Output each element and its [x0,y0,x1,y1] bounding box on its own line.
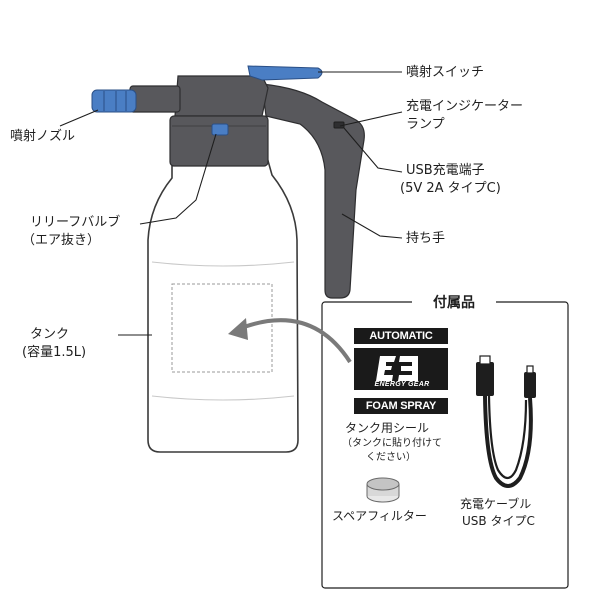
label-tank: タンク [30,327,70,342]
sticker-arrow [235,318,352,364]
spare-filter-illustration [366,477,400,503]
label-tank-seal-note-2: ください） [366,452,416,463]
relief-valve [211,123,229,136]
label-charge-indicator-line2: ランプ [406,117,445,132]
label-usb-port-spec: (5V 2A タイプC) [400,181,501,196]
label-usb-port: USB充電端子 [406,163,485,178]
label-charging-cable: 充電ケーブル [460,497,532,511]
label-relief-valve-note: （エア抜き） [22,233,101,248]
spray-switch [247,65,323,81]
usb-cable-illustration [476,355,536,488]
label-relief-valve: リリーフバルブ [30,215,121,230]
label-tank-capacity: (容量1.5L) [22,345,87,360]
pump-head [174,75,269,117]
label-tank-seal: タンク用シール [345,421,430,435]
label-spray-switch: 噴射スイッチ [406,65,485,80]
leader-lines [59,71,403,336]
sticker-bottom-text: FOAM SPRAY [354,398,448,414]
tank-label-area [171,283,273,373]
label-charge-indicator: 充電インジケーター [406,99,524,114]
tank-bottle [147,149,299,453]
label-spare-filter: スペアフィルター [332,509,427,523]
label-charging-cable-type: USB タイプC [462,514,535,528]
nozzle-tip [91,89,137,113]
tank-collar [169,115,269,167]
nozzle-body [129,85,181,113]
label-nozzle: 噴射ノズル [10,129,76,144]
label-tank-seal-note: （タンクに貼り付けて [342,438,442,449]
label-handle: 持ち手 [406,231,446,246]
sticker-logo-text: ENERGY GEAR [374,381,430,388]
accessories-title: 付属品 [412,292,496,314]
handle-body [261,83,365,299]
sticker-top-text: AUTOMATIC [354,328,448,344]
